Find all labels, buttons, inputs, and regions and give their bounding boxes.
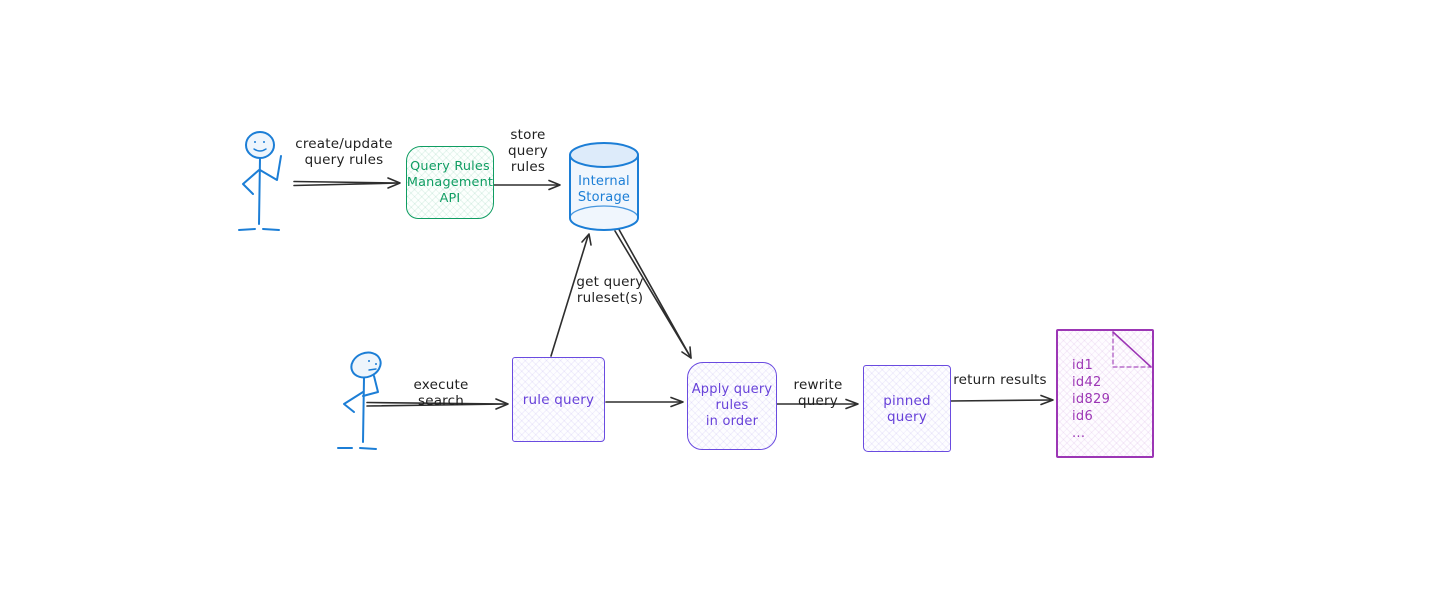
result-id: id829 xyxy=(1072,392,1111,407)
edge-label-get-ruleset: get query ruleset(s) xyxy=(568,274,652,306)
result-id: ... xyxy=(1072,426,1086,441)
node-label-line: in order xyxy=(705,414,759,429)
edge-label-line: create/update xyxy=(295,136,393,152)
result-id: id1 xyxy=(1072,358,1094,373)
edge-label-line: execute search xyxy=(413,377,469,409)
results-document: id1 id42 id829 id6 ... xyxy=(1056,329,1154,458)
edge-label-rewrite-query: rewrite query xyxy=(774,377,862,409)
result-id-list: id1 id42 id829 id6 ... xyxy=(1072,357,1110,442)
person-thinking-icon xyxy=(337,351,382,450)
result-id: id42 xyxy=(1072,375,1102,390)
result-id: id6 xyxy=(1072,409,1094,424)
node-label-line: Management xyxy=(406,174,494,190)
arrow-return-results xyxy=(949,394,1054,406)
node-label-line: pinned query xyxy=(883,392,931,425)
node-label-line: rules xyxy=(715,398,749,413)
node-internal-storage-label: Internal Storage xyxy=(565,174,643,206)
edge-label-line: return results xyxy=(953,372,1047,388)
edge-label-line: query rules xyxy=(304,152,384,168)
folded-corner-icon xyxy=(1112,331,1152,368)
database-cylinder-icon xyxy=(569,142,639,231)
edge-label-line: get query xyxy=(576,274,644,290)
edge-label-line: rules xyxy=(510,159,546,175)
node-label-line: rule query xyxy=(522,391,595,408)
node-label-line: API xyxy=(439,190,461,206)
edge-label-line: query xyxy=(508,143,548,159)
node-query-rules-management-api: Query Rules Management API xyxy=(406,146,494,219)
person-waving-icon xyxy=(238,131,282,231)
node-label-line: Storage xyxy=(577,190,631,205)
node-pinned-query: pinned query xyxy=(863,365,951,452)
arrow-rule-to-apply xyxy=(605,396,684,408)
arrow-store-rules xyxy=(492,179,561,191)
arrow-create-update xyxy=(293,177,401,189)
edge-label-line: rewrite query xyxy=(793,377,843,409)
edge-label-execute-search: execute search xyxy=(393,377,489,409)
edge-label-create-update: create/update query rules xyxy=(292,136,396,168)
edge-label-store-rules: store query rules xyxy=(498,127,558,175)
edge-label-line: ruleset(s) xyxy=(576,290,644,306)
edge-label-return-results: return results xyxy=(952,372,1048,388)
node-rule-query: rule query xyxy=(512,357,605,442)
node-label-line: Internal xyxy=(578,174,630,189)
node-label-line: Apply query xyxy=(691,382,773,397)
node-label-line: Query Rules xyxy=(410,158,490,174)
edge-label-line: store xyxy=(510,127,546,143)
node-apply-query-rules: Apply query rules in order xyxy=(687,362,777,450)
